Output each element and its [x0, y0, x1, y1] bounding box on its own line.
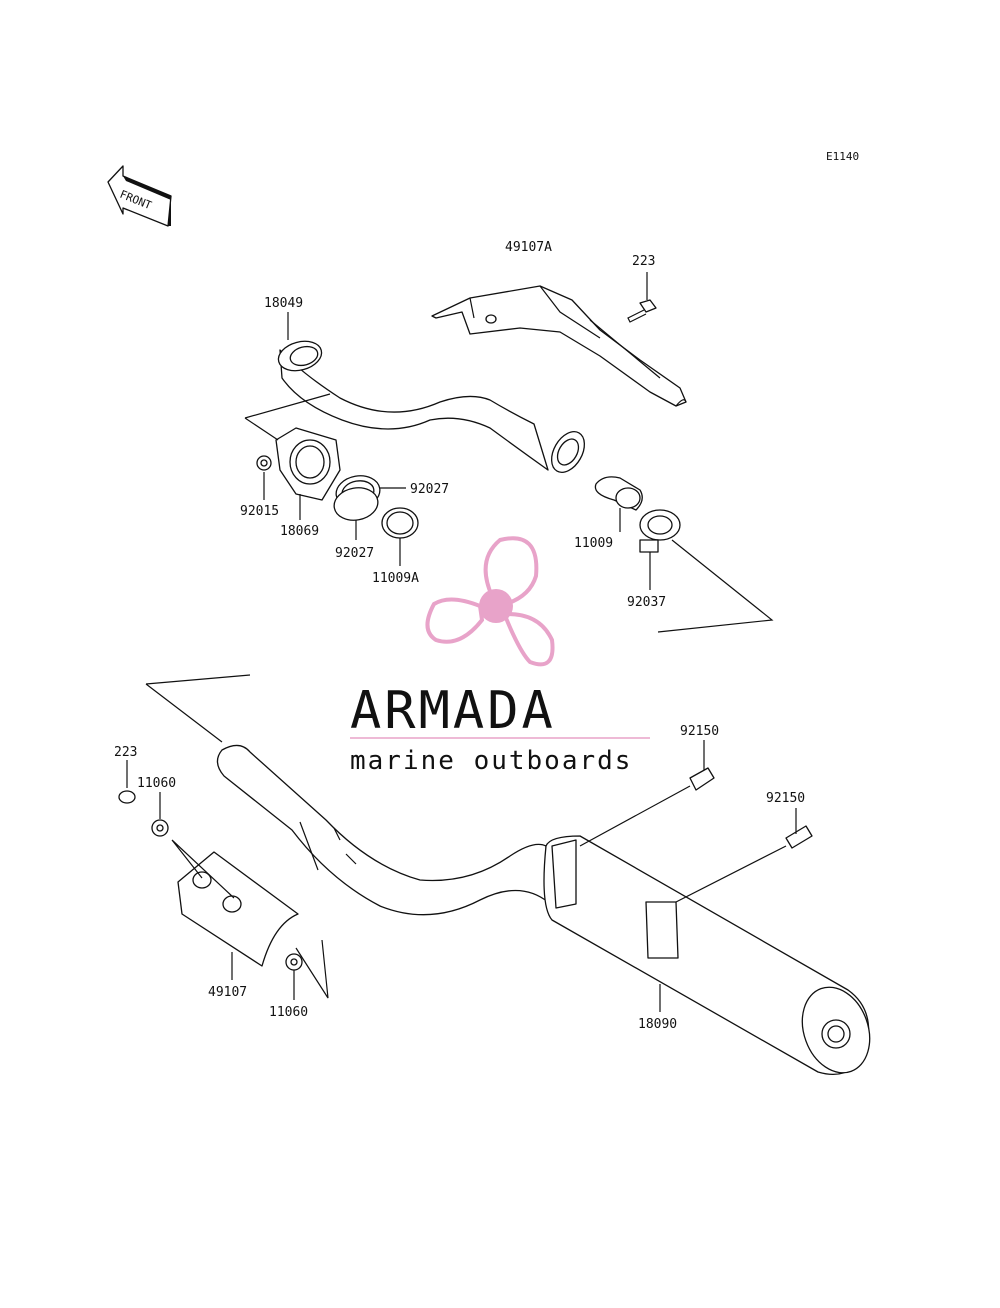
label-92027-a: 92027	[410, 482, 449, 497]
label-18090: 18090	[638, 1017, 677, 1032]
label-223-bottom: 223	[114, 745, 137, 760]
propeller-icon	[425, 536, 555, 667]
washer-11060-a	[151, 792, 169, 837]
label-11009: 11009	[574, 536, 613, 551]
label-92027-b: 92027	[335, 546, 374, 561]
washer-11060-b	[285, 939, 329, 1000]
watermark-brand: ARMADA	[350, 681, 556, 741]
muffler-18090	[216, 744, 871, 1076]
label-92150-b: 92150	[766, 791, 805, 806]
armada-watermark: ARMADA marine outboards	[350, 536, 650, 776]
heat-shield-49107a	[431, 285, 687, 407]
label-49107: 49107	[208, 985, 247, 1000]
bolt-92150-a	[579, 740, 715, 847]
label-11060-b: 11060	[269, 1005, 308, 1020]
front-arrow-icon: FRONT	[107, 165, 172, 227]
heat-shield-49107	[171, 839, 299, 980]
label-223-top: 223	[632, 254, 655, 269]
label-92150-a: 92150	[680, 724, 719, 739]
watermark-tagline: marine outboards	[350, 746, 632, 776]
label-11060-a: 11060	[137, 776, 176, 791]
ring-11009a	[381, 507, 419, 566]
flange-18069	[275, 427, 341, 520]
sleeve-11009	[594, 476, 643, 532]
label-18069: 18069	[280, 524, 319, 539]
label-11009a: 11009A	[372, 571, 419, 586]
clamp-92037	[639, 509, 681, 590]
bolt-223-bottom	[118, 760, 136, 804]
nut-92015	[256, 455, 272, 500]
label-18049: 18049	[264, 296, 303, 311]
label-92015: 92015	[240, 504, 279, 519]
bolt-223-top	[627, 272, 657, 323]
part-labels: 18049 49107A 223 92015 18069 92027 92027…	[114, 240, 805, 1032]
exhaust-pipe-18049	[277, 312, 586, 473]
diagram-code: E1140	[826, 150, 859, 163]
label-92037: 92037	[627, 595, 666, 610]
bolt-92150-b	[675, 808, 813, 903]
gasket-92027-b	[333, 487, 379, 540]
label-49107a: 49107A	[505, 240, 552, 255]
